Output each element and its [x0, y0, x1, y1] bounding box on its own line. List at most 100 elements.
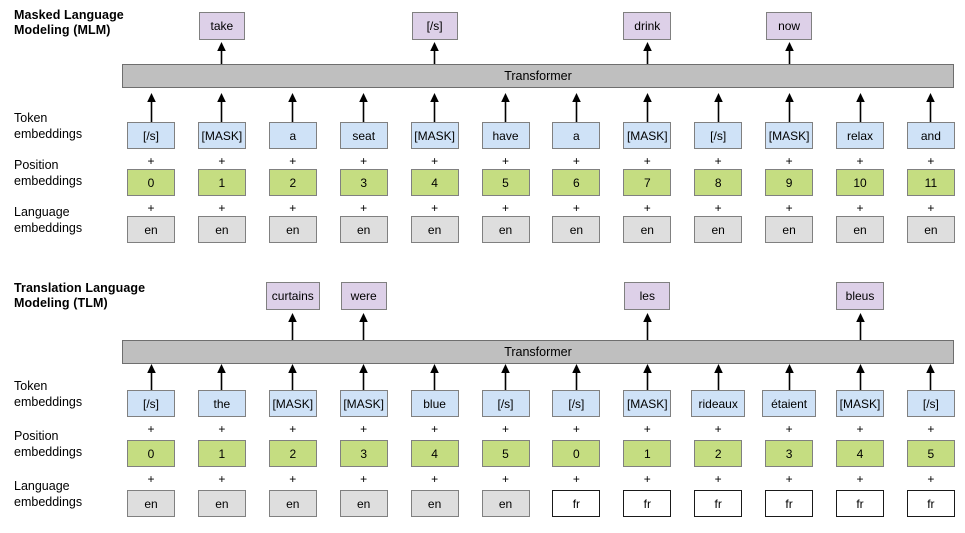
plus-sign: +	[360, 422, 368, 436]
arrow-up-to-transformer	[500, 364, 511, 390]
arrow-up-to-transformer	[925, 93, 936, 122]
position-embedding-box: 1	[623, 440, 672, 467]
language-embedding-box: en	[268, 216, 317, 243]
position-embedding-box: 3	[339, 169, 388, 196]
token-embedding-box: rideaux	[691, 390, 746, 417]
plus-sign: +	[856, 154, 864, 168]
prediction-box: take	[198, 12, 245, 40]
position-embedding-box: 5	[481, 440, 530, 467]
plus-sign: +	[147, 422, 155, 436]
prediction-box: curtains	[265, 282, 320, 310]
position-embedding-box: 5	[906, 440, 955, 467]
plus-sign: +	[927, 472, 935, 486]
token-embedding-box: [MASK]	[765, 122, 814, 149]
position-embedding-box: 6	[552, 169, 601, 196]
arrow-up-to-transformer	[642, 93, 653, 122]
language-embedding-box: en	[410, 216, 459, 243]
position-embedding-box: 2	[268, 169, 317, 196]
plus-sign: +	[714, 422, 722, 436]
language-embedding-box: en	[765, 216, 814, 243]
arrow-up-to-prediction	[287, 313, 298, 340]
token-embedding-box: [/s]	[906, 390, 955, 417]
token-embedding-box: [MASK]	[623, 122, 672, 149]
position-embedding-box: 10	[836, 169, 884, 196]
arrow-up-to-transformer	[500, 93, 511, 122]
token-embedding-box: blue	[410, 390, 459, 417]
language-embedding-box: en	[694, 216, 743, 243]
token-embedding-box: [/s]	[127, 122, 175, 149]
position-embedding-box: 0	[127, 440, 175, 467]
plus-sign: +	[927, 201, 935, 215]
plus-sign: +	[289, 201, 297, 215]
position-embedding-box: 8	[694, 169, 743, 196]
plus-sign: +	[643, 201, 651, 215]
token-embedding-box: [/s]	[552, 390, 601, 417]
plus-sign: +	[501, 422, 509, 436]
plus-sign: +	[431, 201, 439, 215]
plus-sign: +	[218, 201, 226, 215]
arrow-up-to-transformer	[429, 364, 440, 390]
token-embedding-box: [/s]	[481, 390, 530, 417]
plus-sign: +	[218, 422, 226, 436]
language-embedding-box: en	[481, 490, 530, 517]
language-embedding-box: en	[906, 216, 955, 243]
plus-sign: +	[147, 154, 155, 168]
arrow-up-to-transformer	[287, 364, 298, 390]
position-embedding-box: 4	[410, 440, 459, 467]
token-embedding-box: [MASK]	[836, 390, 884, 417]
language-embedding-box: fr	[906, 490, 955, 517]
plus-sign: +	[289, 154, 297, 168]
arrow-up-to-transformer	[146, 93, 157, 122]
language-embedding-box: en	[339, 490, 388, 517]
position-embedding-box: 1	[197, 440, 246, 467]
plus-sign: +	[501, 472, 509, 486]
prediction-box: now	[766, 12, 813, 40]
prediction-box: [/s]	[411, 12, 458, 40]
transformer-bar-tlm: Transformer	[122, 340, 954, 364]
arrow-up-to-prediction	[358, 313, 369, 340]
arrow-up-to-prediction	[429, 42, 440, 64]
row-label-token-tlm: Token embeddings	[14, 379, 83, 409]
language-embedding-box: fr	[623, 490, 672, 517]
language-embedding-box: en	[268, 490, 317, 517]
arrow-up-to-transformer	[146, 364, 157, 390]
arrow-up-to-prediction	[216, 42, 227, 64]
position-embedding-box: 3	[339, 440, 388, 467]
plus-sign: +	[218, 154, 226, 168]
arrow-up-to-transformer	[855, 93, 866, 122]
language-embedding-box: en	[339, 216, 388, 243]
language-embedding-box: en	[197, 490, 246, 517]
plus-sign: +	[572, 201, 580, 215]
plus-sign: +	[927, 422, 935, 436]
token-embedding-box: étaient	[762, 390, 817, 417]
row-label-language-mlm: Language embeddings	[14, 205, 83, 235]
arrow-up-to-transformer	[642, 364, 653, 390]
position-embedding-box: 2	[694, 440, 743, 467]
position-embedding-box: 7	[623, 169, 672, 196]
plus-sign: +	[431, 472, 439, 486]
transformer-label: Transformer	[504, 345, 572, 359]
plus-sign: +	[785, 422, 793, 436]
position-embedding-box: 5	[481, 169, 530, 196]
position-embedding-box: 1	[197, 169, 246, 196]
token-embedding-box: have	[481, 122, 530, 149]
arrow-up-to-transformer	[216, 93, 227, 122]
section-title-mlm: Masked Language Modeling (MLM)	[14, 8, 124, 37]
token-embedding-box: and	[906, 122, 955, 149]
token-embedding-box: [MASK]	[197, 122, 246, 149]
position-embedding-box: 2	[268, 440, 317, 467]
row-label-position-mlm: Position embeddings	[14, 158, 83, 188]
plus-sign: +	[714, 154, 722, 168]
language-embedding-box: en	[197, 216, 246, 243]
plus-sign: +	[147, 472, 155, 486]
token-embedding-box: relax	[836, 122, 884, 149]
prediction-box: bleus	[836, 282, 884, 310]
arrow-up-to-transformer	[358, 93, 369, 122]
plus-sign: +	[289, 422, 297, 436]
plus-sign: +	[927, 154, 935, 168]
token-embedding-box: [MASK]	[339, 390, 388, 417]
plus-sign: +	[360, 472, 368, 486]
prediction-box: were	[340, 282, 387, 310]
language-embedding-box: fr	[552, 490, 601, 517]
